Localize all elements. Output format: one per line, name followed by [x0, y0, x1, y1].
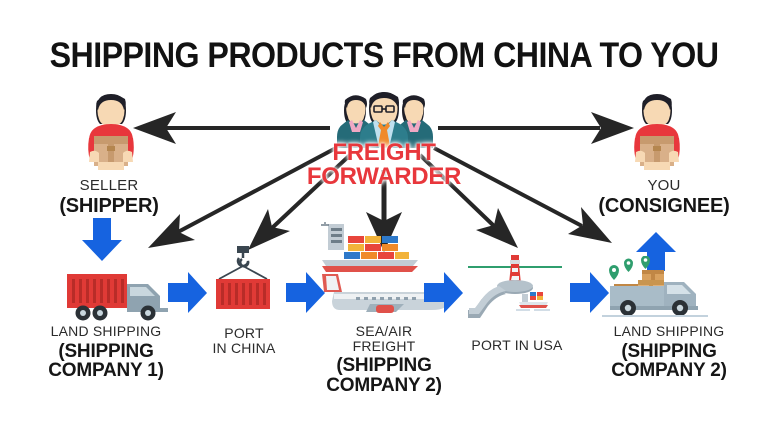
blue-arrow-port-china-to-freight: [286, 272, 326, 319]
port-in-usa-label-thin: PORT IN USA: [471, 337, 563, 353]
seller-label-bold: (SHIPPER): [59, 194, 159, 217]
seller-group[interactable]: [78, 88, 144, 179]
page-title: SHIPPING PRODUCTS FROM CHINA TO YOU: [49, 36, 719, 75]
land-shipping-2-group[interactable]: [600, 255, 712, 323]
arrow-up-icon: [636, 232, 676, 271]
arrow-hub-to-consignee: [438, 112, 634, 144]
port-in-china-label: PORT IN CHINA: [198, 326, 290, 355]
port-in-usa-label: PORT IN USA: [454, 338, 580, 353]
location-pin-icon: [609, 264, 619, 280]
blue-arrow-port-usa-to-van: [570, 272, 610, 319]
three-people-group-icon: [337, 92, 433, 148]
sea-air-freight-label-line2: FREIGHT: [352, 337, 416, 354]
freight-forwarder-label-line2: FORWARDER: [306, 162, 462, 190]
land-shipping-1-label-bold-2: COMPANY 1): [48, 360, 164, 382]
consignee-label-thin: YOU: [647, 177, 681, 194]
location-pin-icon: [641, 255, 650, 269]
arrow-down-icon: [82, 218, 122, 261]
land-shipping-2-label-thin: LAND SHIPPING: [613, 323, 725, 339]
land-shipping-2-label: LAND SHIPPING (SHIPPING COMPANY 2): [570, 323, 768, 382]
seller-label: SELLER (SHIPPER): [8, 178, 210, 216]
consignee-label: YOU (CONSIGNEE): [560, 178, 768, 216]
sea-air-freight-label-line1: SEA/AIR: [355, 323, 413, 339]
blue-arrow-van-to-consignee: [634, 232, 678, 277]
sea-air-freight-label-bold-1: (SHIPPING: [336, 355, 432, 377]
port-in-china-label-line1: PORT: [224, 325, 264, 341]
consignee-label-bold: (CONSIGNEE): [598, 194, 730, 217]
land-shipping-1-label: LAND SHIPPING (SHIPPING COMPANY 1): [6, 323, 206, 382]
person-holding-box-icon: [88, 94, 134, 170]
arrow-right-icon: [286, 272, 325, 313]
sea-air-freight-label-bold-2: COMPANY 2): [326, 374, 442, 396]
blue-arrow-truck-to-port-china: [168, 272, 208, 319]
land-shipping-2-label-bold-1: (SHIPPING: [621, 340, 717, 362]
port-in-usa-group[interactable]: [466, 250, 566, 327]
sea-air-freight-label: SEA/AIR FREIGHT (SHIPPING COMPANY 2): [300, 324, 468, 395]
port-in-china-label-line2: IN CHINA: [212, 339, 276, 356]
port-in-china-group[interactable]: [208, 246, 278, 329]
sea-air-freight-group[interactable]: [314, 218, 454, 323]
blue-arrow-freight-to-port-usa: [424, 272, 464, 319]
freight-forwarder-group[interactable]: [330, 86, 438, 153]
arrow-right-icon: [570, 272, 609, 313]
blue-arrow-seller-to-truck: [80, 218, 124, 267]
arrow-hub-to-seller: [133, 112, 330, 144]
freight-forwarder-label: FREIGHT FORWARDER: [284, 141, 484, 188]
lighthouse-pier-ship-icon: [468, 255, 562, 318]
cargo-ship-and-airplane-icon: [321, 218, 448, 313]
arrow-right-icon: [424, 272, 463, 313]
arrow-right-icon: [168, 272, 207, 313]
crane-container-icon: [216, 246, 270, 309]
freight-forwarder-label-line1: FREIGHT: [332, 139, 436, 166]
land-shipping-1-label-thin: LAND SHIPPING: [50, 323, 162, 339]
land-shipping-1-label-bold-1: (SHIPPING: [58, 340, 154, 362]
red-truck-icon: [67, 274, 168, 321]
land-shipping-2-label-bold-2: COMPANY 2): [611, 360, 727, 382]
consignee-group[interactable]: [624, 88, 690, 179]
person-holding-box-icon: [634, 94, 680, 170]
seller-label-thin: SELLER: [79, 177, 139, 194]
delivery-van-icon: [602, 255, 708, 317]
location-pin-icon: [624, 258, 633, 272]
land-shipping-1-group[interactable]: [66, 270, 170, 329]
